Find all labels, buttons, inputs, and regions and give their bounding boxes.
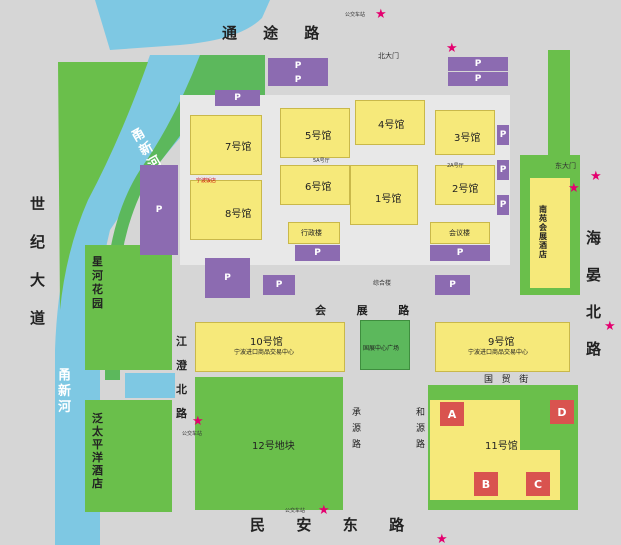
admin-building[interactable]: 行政楼 [288, 222, 340, 244]
garden-label: 星河花园 [92, 255, 103, 310]
hall-8[interactable]: 8号馆 [190, 180, 262, 240]
hall-4[interactable]: 4号馆 [355, 100, 425, 145]
road-haiyan: 海晏北路 [586, 229, 602, 358]
restaurant-label: 宁波饭店 [196, 178, 217, 184]
road-guomao: 国 贸 街 [484, 375, 529, 385]
hall-3[interactable]: 3号馆 [435, 110, 495, 155]
road-shiji: 世纪大道 [30, 195, 46, 327]
bus-stop-star-east[interactable]: ★ [590, 169, 602, 184]
bus-stop-star-minan2[interactable]: ★ [436, 532, 448, 545]
parking-south-2[interactable]: P [295, 245, 340, 261]
hall-9[interactable]: 9号馆 宁波进口商品交易中心 [435, 322, 570, 372]
hall-6[interactable]: 6号馆 [280, 165, 350, 205]
lot-12-label: 12号地块 [252, 441, 295, 452]
road-minan: 民 安 东 路 [250, 516, 405, 534]
lot-d[interactable]: D [550, 400, 574, 424]
river-yongxin-bottom: 甬新河 [58, 368, 72, 415]
bus-stop-star-east2[interactable]: ★ [568, 181, 580, 196]
hall-5a-label: 5A号厅 [313, 158, 330, 164]
exhibition-plaza[interactable]: 国展中心广场 [360, 320, 410, 370]
parking-east-2[interactable]: P [497, 160, 509, 180]
lot-a[interactable]: A [440, 402, 464, 426]
lot-b[interactable]: B [474, 472, 498, 496]
hotel-left-label: 泛太平洋酒店 [92, 412, 103, 490]
road-tongtu: 通 途 路 [222, 24, 320, 42]
hall-2a-label: 2A号厅 [447, 163, 464, 169]
hotel-right-label: 南苑会展酒店 [539, 205, 547, 259]
parking-north-3[interactable]: P [448, 57, 508, 71]
bus-stop-label-jiangcheng: 公交车站 [182, 431, 203, 437]
parking-south-4[interactable]: P [435, 275, 470, 295]
parking-south-1[interactable]: P [263, 275, 295, 295]
bus-stop-star-top[interactable]: ★ [375, 7, 387, 22]
bus-stop-star-north[interactable]: ★ [446, 41, 458, 56]
bus-stop-star-haiyan[interactable]: ★ [604, 319, 616, 334]
parking-north-1[interactable]: P [268, 58, 328, 74]
road-jiangcheng: 江澄北路 [176, 335, 187, 420]
bus-stop-label-minan: 公交车站 [285, 508, 306, 514]
hall-7[interactable]: 7号馆 [190, 115, 262, 175]
parking-north-5[interactable]: P [215, 90, 260, 106]
bus-stop-label-top: 公交车站 [345, 12, 366, 18]
road-huizhan: 会 展 路 [315, 304, 410, 317]
east-gate-label: 东大门 [555, 162, 576, 170]
lot-c[interactable]: C [526, 472, 550, 496]
parking-north-4[interactable]: P [448, 72, 508, 86]
parking-east-3[interactable]: P [497, 195, 509, 215]
bus-stop-star-minan[interactable]: ★ [318, 503, 330, 518]
parking-southwest[interactable]: P [205, 258, 250, 298]
hall-10[interactable]: 10号馆 宁波进口商品交易中心 [195, 322, 345, 372]
north-gate-label: 北大门 [378, 52, 399, 60]
hall-2[interactable]: 2号馆 [435, 165, 495, 205]
complex-building-label: 综合楼 [373, 280, 392, 287]
hall-5[interactable]: 5号馆 [280, 108, 350, 158]
hall-1[interactable]: 1号馆 [350, 165, 418, 225]
road-chengyuan: 承源路 [352, 408, 362, 450]
parking-west[interactable]: P [140, 165, 178, 255]
parking-east-1[interactable]: P [497, 125, 509, 145]
parking-south-3[interactable]: P [430, 245, 490, 261]
parking-north-2[interactable]: P [268, 74, 328, 86]
conference-building[interactable]: 会议楼 [430, 222, 490, 244]
road-heyuan: 和源路 [416, 408, 426, 450]
bus-stop-star-jiangcheng[interactable]: ★ [192, 414, 204, 429]
hall-11-label: 11号馆 [485, 441, 518, 452]
